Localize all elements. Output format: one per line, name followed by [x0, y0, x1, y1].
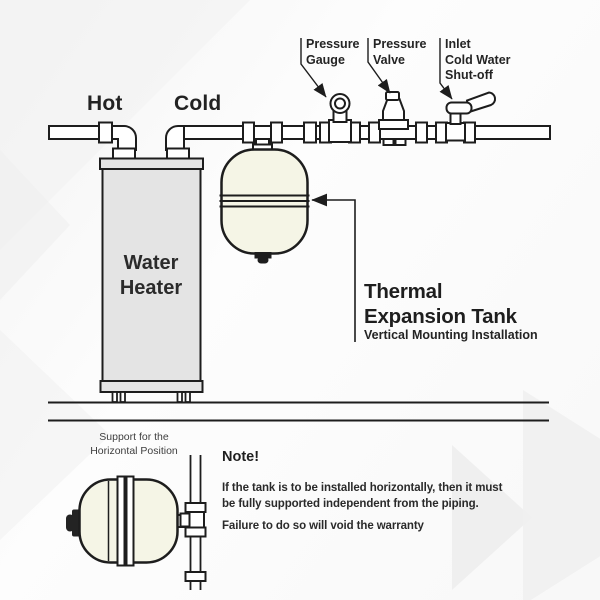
callout-line: Gauge [306, 52, 345, 67]
hot-pipe-label: Hot [87, 92, 123, 115]
callout-line: Shut-off [445, 68, 493, 82]
cold-pipe-label: Cold [174, 92, 222, 115]
expansion-tank-title: Thermal Expansion Tank [364, 279, 517, 329]
callout-line: Valve [373, 52, 405, 67]
water-heater-graphic [99, 157, 204, 403]
tank-title-line: Expansion Tank [364, 305, 517, 328]
note-body: If the tank is to be installed horizonta… [222, 481, 502, 512]
pressure-valve-callout: Pressure Valve [373, 37, 427, 68]
expansion-tank-graphic [219, 138, 310, 264]
water-heater-label: Water Heater [102, 251, 200, 301]
tank-pointer-arrow [311, 193, 356, 342]
note-title: Note! [222, 449, 260, 465]
callout-line: Cold Water [445, 52, 511, 67]
expansion-tank-subtitle: Vertical Mounting Installation [364, 328, 538, 342]
callout-line: Pressure [306, 37, 360, 51]
note-body-line: be fully supported independent from the … [222, 497, 479, 510]
tank-title-line: Thermal [364, 280, 443, 303]
pressure-gauge-icon [328, 93, 352, 143]
inlet-shutoff-callout: Inlet Cold Water Shut-off [445, 37, 511, 84]
note-warning: Failure to do so will void the warranty [222, 520, 424, 532]
floor-lines [48, 401, 549, 422]
support-pipe-graphic [179, 455, 207, 590]
shutoff-valve-icon [445, 91, 497, 142]
note-body-line: If the tank is to be installed horizonta… [222, 482, 503, 494]
water-heater-label-line: Heater [119, 277, 183, 299]
horizontal-support-label: Support for the Horizontal Position [67, 430, 201, 458]
callout-line: Inlet [445, 37, 471, 51]
pressure-gauge-callout: Pressure Gauge [306, 37, 360, 68]
support-label-line: Support for the [99, 431, 169, 443]
pressure-valve-icon [378, 91, 409, 146]
horizontal-tank-graphic [66, 475, 188, 567]
callout-arrows [300, 38, 453, 100]
water-heater-label-line: Water [123, 252, 179, 274]
support-label-line: Horizontal Position [90, 445, 178, 457]
callout-line: Pressure [373, 37, 427, 51]
top-piping [48, 121, 551, 160]
